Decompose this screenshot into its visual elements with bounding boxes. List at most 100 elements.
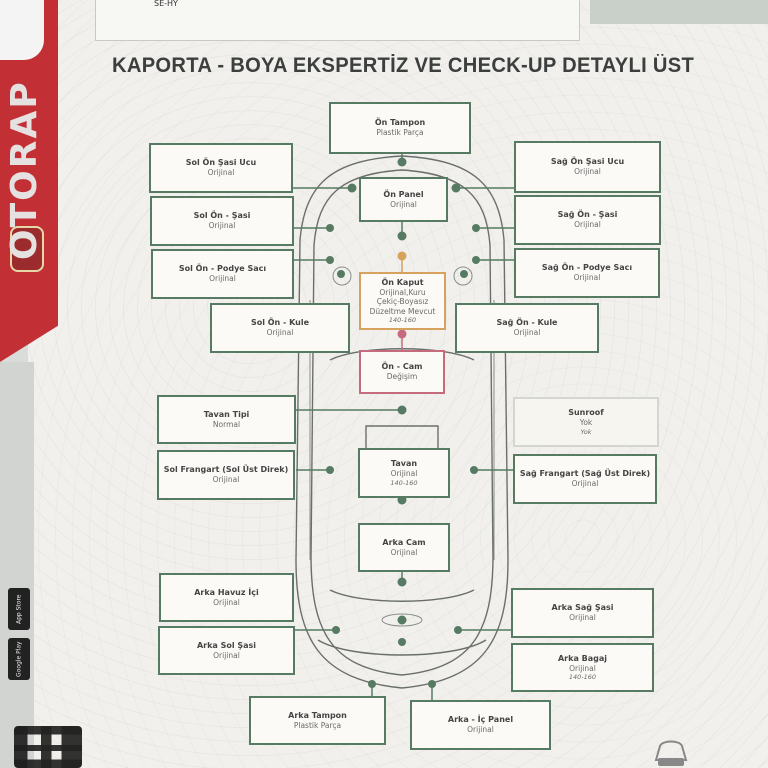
part-status: Orijinal bbox=[569, 613, 596, 623]
part-box-sag-frangart: Sağ Frangart (Sağ Üst Direk) Orijinal bbox=[513, 454, 657, 504]
marker-dot bbox=[326, 256, 334, 264]
part-status: Orijinal bbox=[213, 597, 240, 607]
part-name: Sağ Frangart (Sağ Üst Direk) bbox=[519, 469, 651, 479]
background-surface bbox=[590, 0, 768, 24]
marker-dot bbox=[472, 256, 480, 264]
part-name: Sol Ön - Kule bbox=[250, 318, 310, 328]
part-box-on-kaput: Ön Kaput Orijinal,Kuru Çekiç-Boyasız Düz… bbox=[359, 272, 446, 330]
marker-dot bbox=[326, 224, 334, 232]
part-box-sunroof: Sunroof Yok Yok bbox=[513, 397, 659, 447]
part-name: Sol Ön - Şasi bbox=[193, 211, 251, 221]
part-box-sag-on-kule: Sağ Ön - Kule Orijinal bbox=[455, 303, 599, 353]
part-name: Sol Frangart (Sol Üst Direk) bbox=[163, 465, 289, 475]
part-box-arka-tampon: Arka Tampon Plastik Parça bbox=[249, 696, 386, 745]
note-text-fragment: SE-HY bbox=[154, 0, 178, 8]
marker-dot bbox=[397, 157, 407, 167]
marker-dot bbox=[368, 680, 376, 688]
part-box-on-panel: Ön Panel Orijinal bbox=[359, 177, 448, 222]
marker-dot bbox=[397, 577, 407, 587]
part-box-sag-on-podye: Sağ Ön - Podye Sacı Orijinal bbox=[514, 248, 660, 298]
marker-dot bbox=[337, 270, 345, 278]
part-status: Orijinal bbox=[212, 475, 240, 485]
marker-dot bbox=[397, 405, 407, 415]
part-name: Arka Sol Şasi bbox=[196, 640, 257, 650]
marker-dot bbox=[397, 615, 407, 625]
part-box-sol-on-sasi: Sol Ön - Şasi Orijinal bbox=[150, 196, 294, 246]
page-title: KAPORTA - BOYA EKSPERTİZ VE CHECK-UP DET… bbox=[112, 54, 695, 77]
marker-dot bbox=[326, 466, 334, 474]
part-status: Orijinal bbox=[213, 650, 240, 660]
part-status: Orijinal bbox=[209, 274, 236, 284]
attached-note-sheet: SE-HY bbox=[95, 0, 580, 41]
part-box-on-cam: Ön - Cam Değişim bbox=[359, 350, 445, 394]
part-status: Orijinal bbox=[467, 725, 494, 735]
part-status: Plastik Parça bbox=[376, 128, 424, 138]
part-box-sol-frangart: Sol Frangart (Sol Üst Direk) Orijinal bbox=[157, 450, 295, 500]
part-name: Tavan bbox=[390, 459, 418, 469]
part-status-line: Düzeltme Mevcut bbox=[369, 306, 436, 316]
part-box-arka-bagaj: Arka Bagaj Orijinal 140-160 bbox=[511, 643, 654, 692]
part-box-tavan-tipi: Tavan Tipi Normal bbox=[157, 395, 296, 444]
qr-code-icon bbox=[14, 726, 82, 768]
side-flyer bbox=[0, 362, 34, 768]
part-status-line: Çekiç-Boyasız bbox=[376, 297, 429, 307]
marker-dot bbox=[332, 626, 340, 634]
part-status: Normal bbox=[212, 419, 241, 429]
part-box-arka-cam: Arka Cam Orijinal bbox=[358, 523, 450, 572]
part-name: Ön - Cam bbox=[381, 362, 423, 372]
part-name: Ön Kaput bbox=[381, 277, 424, 287]
marker-dot bbox=[428, 680, 436, 688]
part-status: Orijinal bbox=[390, 469, 418, 479]
part-name: Tavan Tipi bbox=[203, 409, 250, 419]
rear-emblem bbox=[381, 613, 423, 627]
part-status: Orijinal bbox=[207, 168, 235, 178]
part-box-arka-havuz-ici: Arka Havuz İçi Orijinal bbox=[159, 573, 294, 622]
part-box-sag-on-sasi: Sağ Ön - Şasi Orijinal bbox=[514, 195, 661, 245]
part-box-sol-on-sasi-ucu: Sol Ön Şasi Ucu Orijinal bbox=[149, 143, 293, 193]
part-status: Orijinal bbox=[208, 221, 236, 231]
part-name: Sağ Ön Şasi Ucu bbox=[550, 157, 625, 167]
marker-dot-replaced bbox=[397, 329, 407, 339]
rear-window-outline bbox=[329, 589, 475, 602]
part-status: Orijinal bbox=[513, 328, 541, 338]
part-name: Arka Sağ Şasi bbox=[551, 603, 614, 613]
part-name: Sağ Ön - Podye Sacı bbox=[541, 263, 633, 273]
marker-dot bbox=[472, 224, 480, 232]
part-name: Ön Panel bbox=[383, 189, 424, 199]
part-box-arka-sag-sasi: Arka Sağ Şasi Orijinal bbox=[511, 588, 654, 638]
part-box-tavan: Tavan Orijinal 140-160 bbox=[358, 448, 450, 498]
part-name: Arka - İç Panel bbox=[447, 715, 514, 725]
paint-thickness: 140-160 bbox=[388, 316, 417, 324]
brand-logo-badge bbox=[10, 226, 44, 272]
marker-dot bbox=[451, 183, 461, 193]
paint-thickness: 140-160 bbox=[568, 673, 597, 682]
part-status: Değişim bbox=[386, 372, 418, 382]
marker-dot bbox=[454, 626, 462, 634]
part-status: Orijinal bbox=[574, 167, 601, 177]
part-status: Orijinal bbox=[569, 663, 596, 673]
part-name: Arka Havuz İçi bbox=[194, 587, 259, 597]
paint-thickness: 140-160 bbox=[390, 478, 418, 487]
part-status: Yok bbox=[579, 418, 593, 428]
part-box-sol-on-kule: Sol Ön - Kule Orijinal bbox=[210, 303, 350, 353]
marker-dot-repaired bbox=[397, 251, 407, 261]
car-icon bbox=[654, 740, 688, 766]
part-name: Sunroof bbox=[568, 408, 604, 418]
marker-dot bbox=[460, 270, 468, 278]
brand-brochure: OTORAP bbox=[0, 0, 58, 362]
part-status: Orijinal bbox=[574, 220, 601, 230]
part-status: Orijinal bbox=[390, 547, 418, 557]
rear-outline bbox=[317, 639, 487, 656]
marker-dot bbox=[470, 466, 478, 474]
part-box-sol-on-podye: Sol Ön - Podye Sacı Orijinal bbox=[151, 249, 294, 299]
part-status: Orijinal bbox=[571, 479, 599, 489]
marker-dot bbox=[347, 183, 357, 193]
marker-dot bbox=[398, 638, 406, 646]
part-status: Plastik Parça bbox=[293, 720, 342, 730]
part-box-on-tampon: Ön Tampon Plastik Parça bbox=[329, 102, 471, 154]
part-box-arka-ic-panel: Arka - İç Panel Orijinal bbox=[410, 700, 551, 750]
part-box-sag-on-sasi-ucu: Sağ Ön Şasi Ucu Orijinal bbox=[514, 141, 661, 193]
roof-outline bbox=[365, 425, 439, 448]
brochure-fold bbox=[0, 0, 44, 60]
